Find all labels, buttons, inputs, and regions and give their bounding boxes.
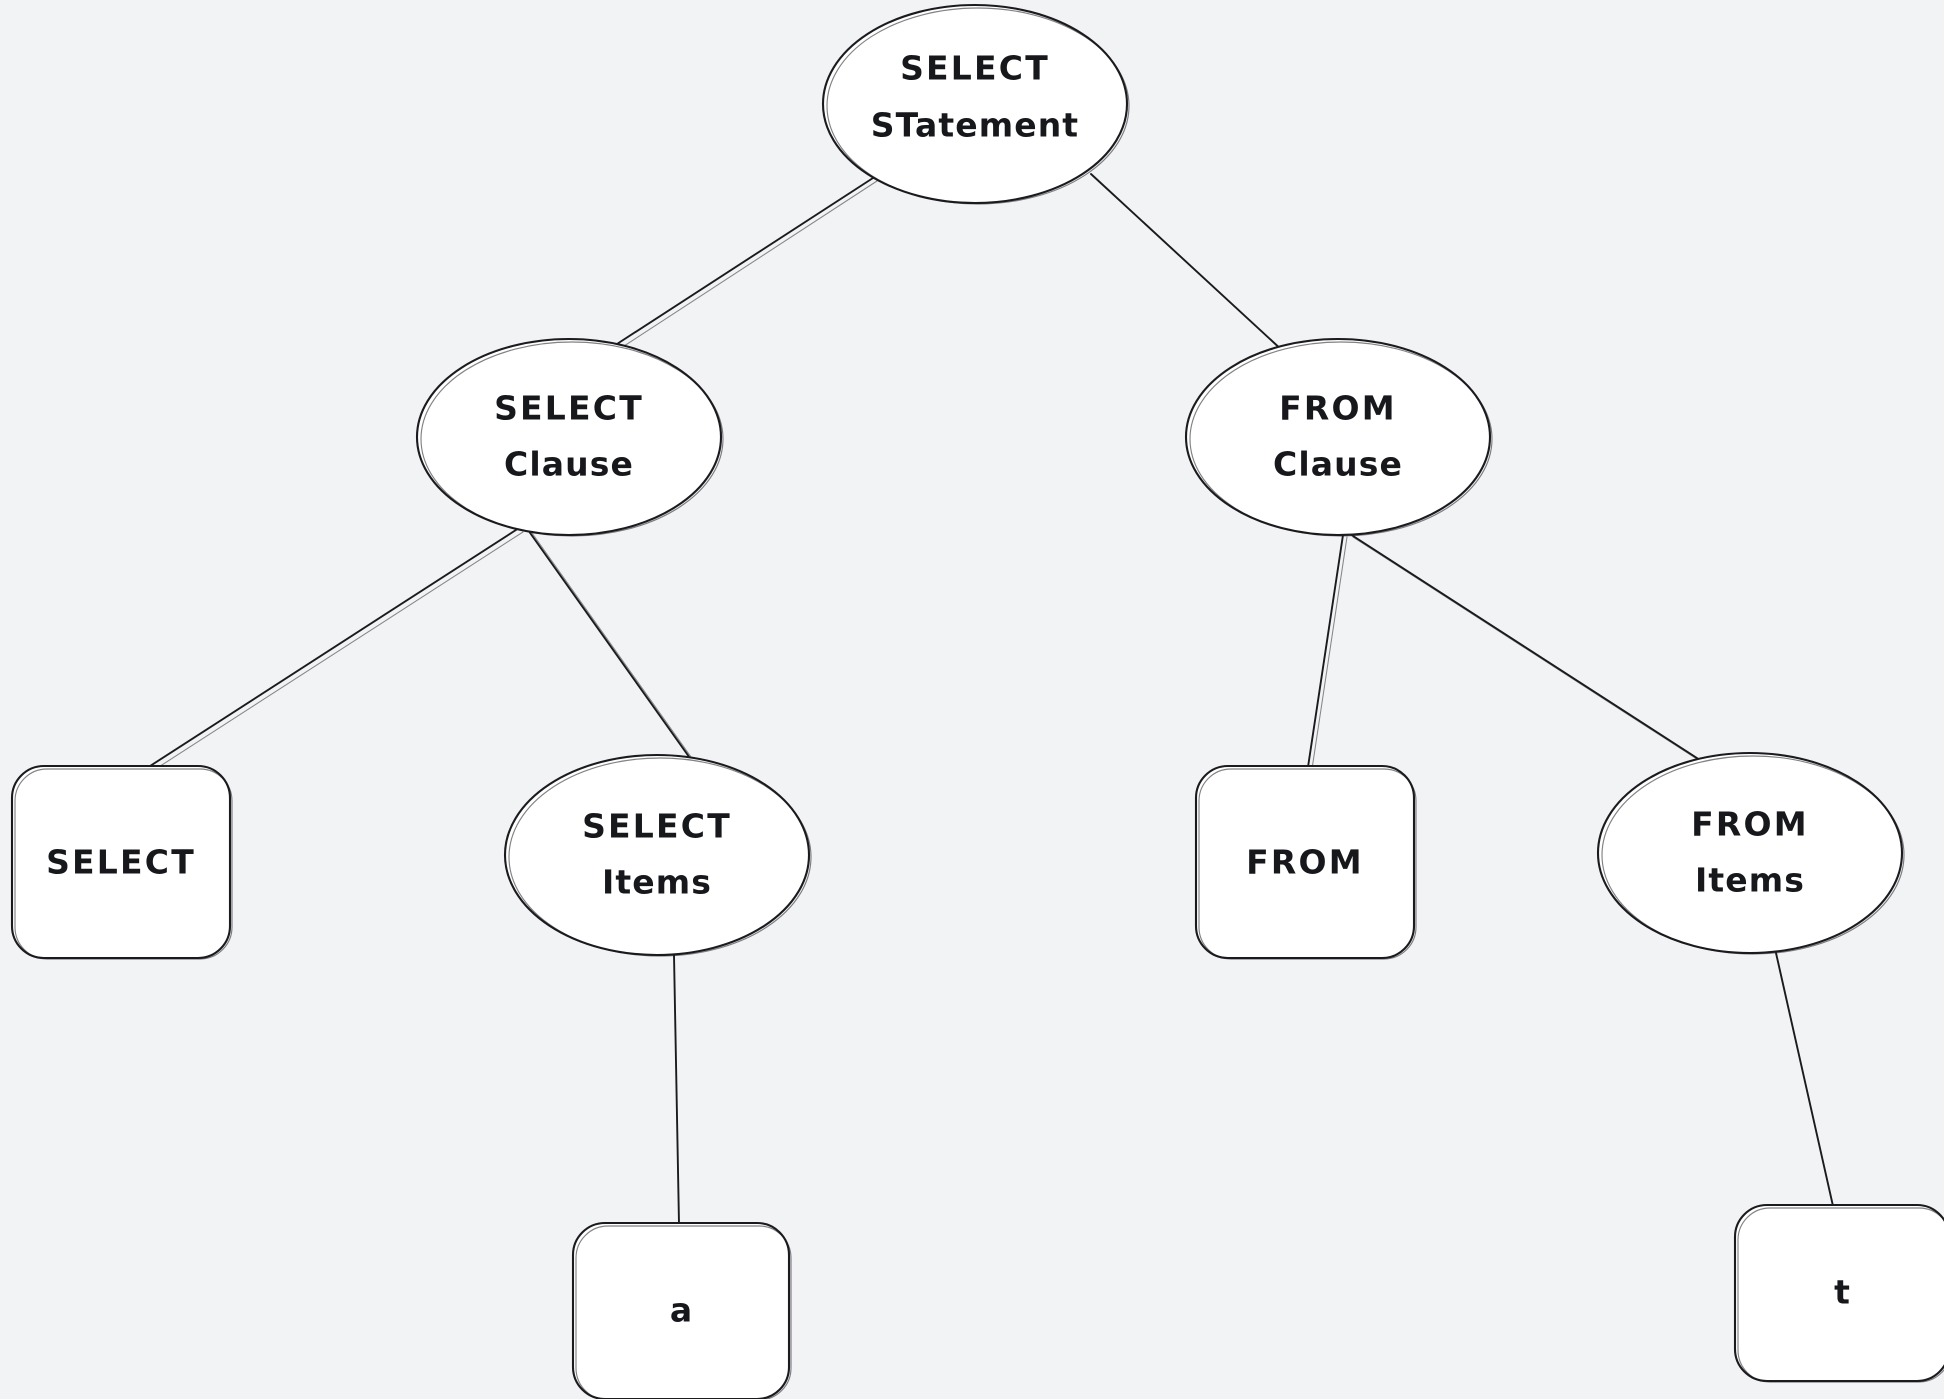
from-terminal-label: FROM: [1246, 843, 1364, 882]
select-items-label-line1: SELECT: [582, 807, 732, 846]
node-column-a[interactable]: a: [571, 1221, 792, 1399]
table-t-rect[interactable]: [1733, 1203, 1944, 1383]
edge-stroke-ghost: [1093, 176, 1289, 357]
edge-stroke: [1349, 533, 1701, 761]
edge-stroke: [673, 954, 680, 1225]
from-items-label-line1: FROM: [1691, 805, 1809, 844]
from-clause-label-line1: FROM: [1279, 389, 1397, 428]
from-clause-ellipse[interactable]: [1184, 337, 1492, 537]
edge-stroke-ghost: [150, 531, 524, 773]
edge-stroke: [1775, 952, 1834, 1207]
edge-stroke-ghost: [531, 532, 697, 765]
table-t-label: t: [1834, 1273, 1850, 1312]
edge-stroke: [1307, 534, 1344, 768]
select-clause-ellipse[interactable]: [415, 337, 723, 537]
edge-select-clause-select-terminal: [146, 527, 524, 773]
node-layer: SELECT STatement SELECT Clause FROM Clau…: [10, 3, 1944, 1399]
select-terminal-rect[interactable]: [10, 764, 232, 960]
edge-stroke-ghost: [620, 180, 878, 349]
node-select-clause[interactable]: SELECT Clause: [415, 337, 724, 537]
edge-root-select-clause: [616, 177, 878, 349]
node-table-t[interactable]: t: [1733, 1203, 1944, 1383]
column-a-label: a: [670, 1291, 692, 1330]
edge-stroke: [527, 529, 693, 762]
edge-select-items-column-a: [673, 954, 680, 1225]
from-items-ellipse-ghost: [1601, 755, 1905, 955]
node-select-terminal[interactable]: SELECT: [10, 764, 233, 960]
select-items-ellipse-ghost: [508, 757, 812, 957]
edge-stroke-ghost: [1352, 536, 1704, 764]
select-items-ellipse[interactable]: [503, 753, 811, 957]
select-statement-label-line2: STatement: [871, 106, 1079, 145]
edge-stroke: [146, 527, 520, 769]
node-from-clause[interactable]: FROM Clause: [1184, 337, 1493, 537]
from-items-ellipse[interactable]: [1596, 751, 1904, 955]
select-items-label-line2: Items: [602, 863, 712, 902]
edge-stroke-ghost: [1311, 536, 1348, 770]
node-select-items[interactable]: SELECT Items: [503, 753, 812, 957]
column-a-rect-ghost: [575, 1225, 792, 1399]
select-statement-ellipse-ghost: [826, 7, 1130, 205]
column-a-rect[interactable]: [571, 1221, 791, 1399]
edge-from-clause-from-items: [1349, 533, 1704, 764]
select-terminal-rect-ghost: [14, 768, 233, 960]
from-items-label-line2: Items: [1695, 861, 1805, 900]
edge-layer: [146, 173, 1834, 1225]
from-clause-ellipse-ghost: [1189, 341, 1493, 537]
from-terminal-rect-ghost: [1198, 768, 1417, 960]
select-terminal-label: SELECT: [46, 843, 196, 882]
node-select-statement[interactable]: SELECT STatement: [821, 3, 1130, 205]
select-clause-label-line2: Clause: [504, 445, 634, 484]
select-clause-ellipse-ghost: [420, 341, 724, 537]
select-statement-label-line1: SELECT: [900, 49, 1050, 88]
edge-root-from-clause: [1090, 173, 1289, 357]
node-from-terminal[interactable]: FROM: [1194, 764, 1417, 960]
select-clause-label-line1: SELECT: [494, 389, 644, 428]
edge-from-clause-from-terminal: [1307, 534, 1348, 770]
from-clause-label-line2: Clause: [1273, 445, 1403, 484]
select-statement-ellipse[interactable]: [821, 3, 1129, 205]
edge-from-items-table-t: [1775, 952, 1834, 1207]
edge-stroke: [616, 177, 874, 345]
from-terminal-rect[interactable]: [1194, 764, 1416, 960]
node-from-items[interactable]: FROM Items: [1596, 751, 1905, 955]
edge-select-clause-select-items: [527, 529, 697, 765]
table-t-rect-ghost: [1737, 1207, 1944, 1383]
